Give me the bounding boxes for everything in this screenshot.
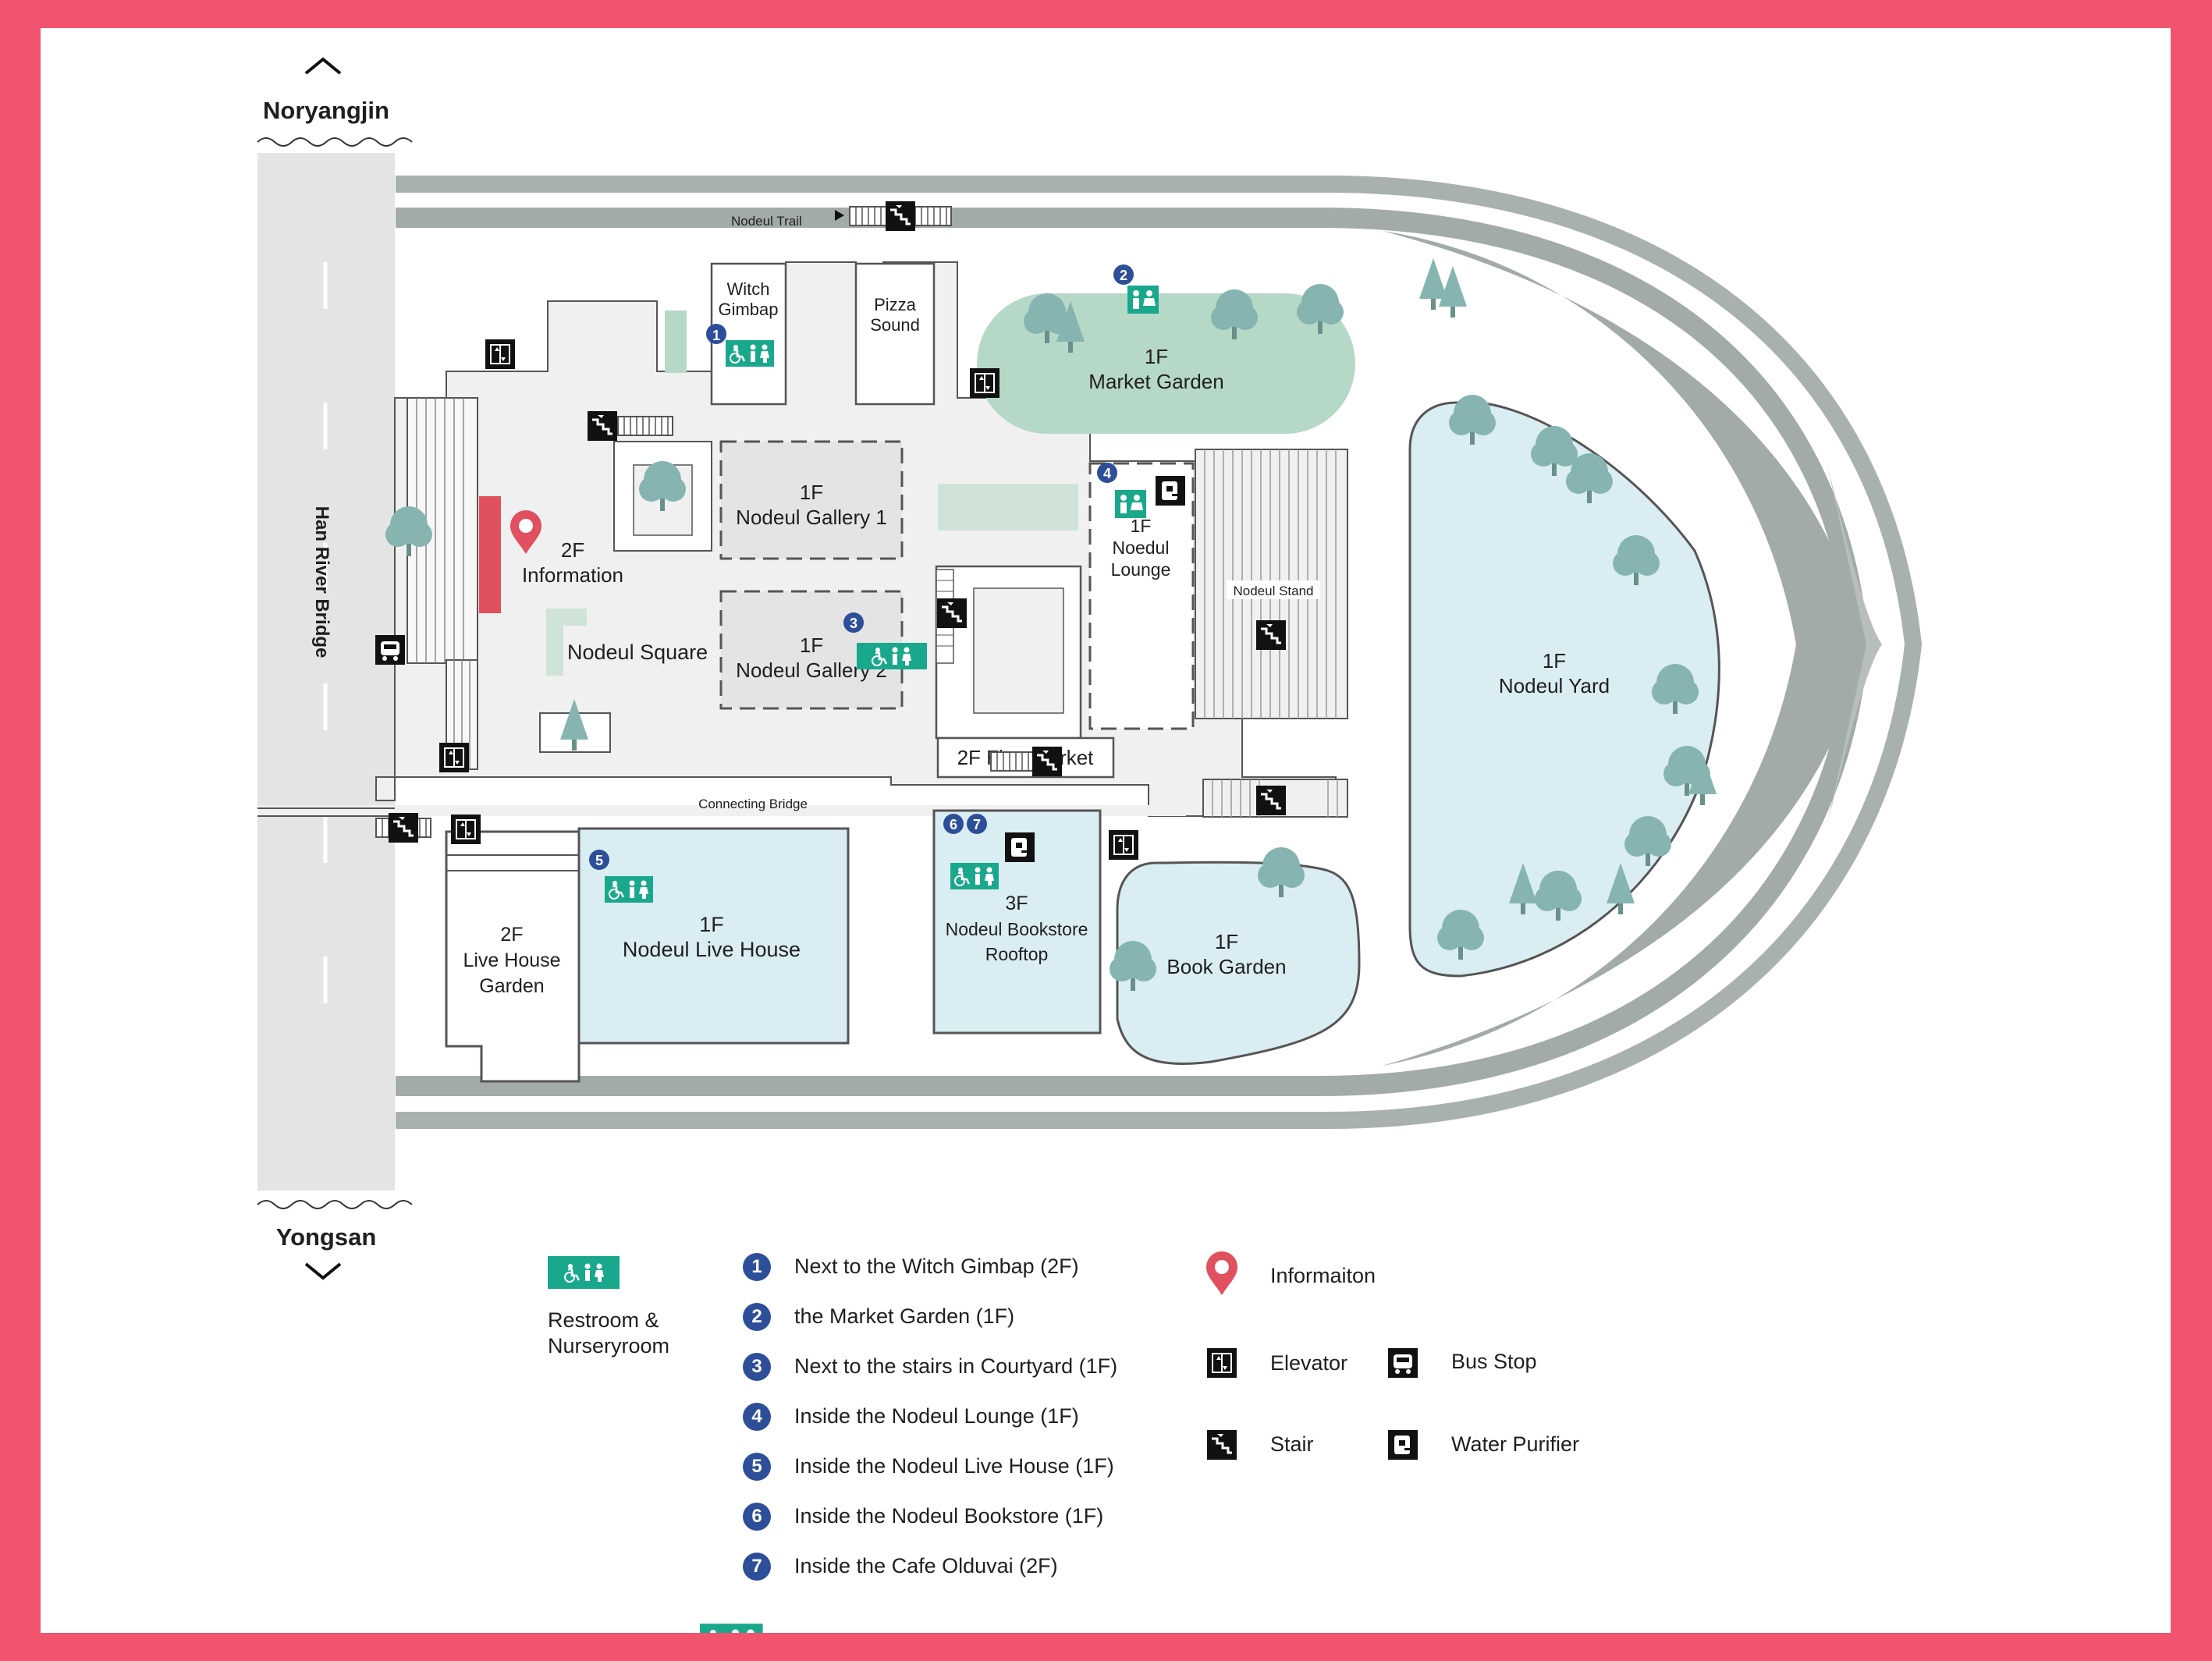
stair-icon[interactable]	[936, 597, 968, 630]
svg-text:Live House: Live House	[463, 949, 560, 971]
svg-text:7: 7	[973, 817, 981, 832]
svg-text:1F: 1F	[699, 913, 724, 936]
svg-text:2: 2	[1120, 268, 1127, 283]
svg-text:Witch: Witch	[727, 279, 770, 299]
information-desk	[479, 496, 501, 613]
south-arrow-icon	[304, 1262, 342, 1280]
nodeul-gallery-1[interactable]	[719, 440, 904, 560]
pizza-sound[interactable]	[854, 262, 936, 406]
elevator-icon[interactable]	[438, 742, 470, 773]
restroom-7[interactable]: 7	[967, 814, 987, 834]
restroom-3[interactable]: 3	[843, 612, 927, 671]
legend-bus-stop: Bus Stop	[1451, 1350, 1537, 1373]
direction-south: Yongsan	[276, 1223, 377, 1251]
elevator-icon[interactable]	[969, 367, 1000, 399]
svg-text:Gimbap: Gimbap	[718, 300, 778, 319]
svg-text:Nodeul Live House: Nodeul Live House	[623, 938, 801, 961]
legend-stair: Stair	[1270, 1432, 1314, 1456]
water-purifier-icon[interactable]	[1005, 832, 1035, 862]
elevator-icon[interactable]	[1108, 829, 1139, 861]
svg-text:1F: 1F	[1131, 516, 1152, 536]
svg-text:Book Garden: Book Garden	[1166, 955, 1286, 978]
svg-text:Lounge: Lounge	[1111, 559, 1171, 580]
svg-text:1F: 1F	[800, 634, 823, 657]
legend-restroom: Restroom & Nurseryroom	[548, 1308, 670, 1358]
svg-text:1: 1	[712, 328, 720, 343]
map-frame: Noryangjin Yongsan Han River Bridge Node…	[41, 28, 2171, 1633]
direction-north: Noryangjin	[263, 97, 389, 124]
restroom-1[interactable]: 1	[706, 324, 776, 368]
water-purifier-icon[interactable]	[1156, 476, 1185, 506]
svg-text:Garden: Garden	[479, 975, 544, 997]
bridge-label: Han River Bridge	[311, 506, 332, 658]
svg-text:Nodeul Yard: Nodeul Yard	[1499, 674, 1610, 697]
svg-text:2F: 2F	[561, 538, 584, 562]
flea-market[interactable]	[936, 736, 1115, 779]
svg-text:Rooftop: Rooftop	[985, 944, 1049, 964]
nodeul-trail: Nodeul Trail	[731, 200, 952, 232]
stair-icon[interactable]	[387, 811, 420, 844]
legend-information: Informaiton	[1270, 1264, 1376, 1287]
legend-bus-stop-icon	[1388, 1348, 1418, 1378]
svg-text:1F: 1F	[1543, 649, 1566, 673]
bus-stop-icon[interactable]	[375, 635, 405, 665]
nodeul-square-label: Nodeul Square	[567, 641, 708, 664]
svg-text:1F: 1F	[1145, 345, 1168, 368]
restroom-5[interactable]: 5	[589, 850, 655, 904]
connecting-bridge-label: Connecting Bridge	[698, 797, 808, 811]
nodeul-live-house[interactable]	[577, 827, 850, 1045]
restroom-6[interactable]: 6	[943, 814, 1000, 891]
svg-text:Nodeul Bookstore: Nodeul Bookstore	[946, 919, 1088, 939]
planter	[938, 484, 1078, 531]
svg-text:Nodeul Stand: Nodeul Stand	[1233, 584, 1313, 598]
svg-text:4: 4	[1103, 466, 1111, 481]
planter	[665, 311, 687, 373]
outer-roads	[396, 176, 1923, 1129]
legend-information-icon	[1206, 1251, 1237, 1295]
legend-elevator: Elevator	[1270, 1351, 1348, 1375]
svg-text:2F: 2F	[500, 924, 523, 946]
svg-text:1F: 1F	[1215, 930, 1238, 953]
stair-icon[interactable]	[1031, 745, 1063, 778]
restroom-4[interactable]: 4	[1097, 463, 1146, 518]
stair-icon[interactable]	[1255, 619, 1287, 651]
svg-text:6: 6	[950, 817, 957, 832]
legend-stair-icon	[1205, 1429, 1238, 1461]
svg-text:Market Garden: Market Garden	[1088, 370, 1223, 393]
svg-text:Nodeul Gallery 1: Nodeul Gallery 1	[736, 506, 887, 529]
svg-text:Sound: Sound	[870, 315, 920, 335]
svg-text:5: 5	[595, 853, 603, 868]
site-map: Noryangjin Yongsan Han River Bridge Node…	[257, 57, 1923, 1633]
stair-icon[interactable]	[586, 410, 619, 442]
north-arrow-icon	[304, 57, 342, 75]
svg-text:Noedul: Noedul	[1113, 538, 1170, 558]
stair-icon[interactable]	[1255, 784, 1287, 817]
elevator-icon[interactable]	[450, 814, 481, 845]
svg-text:1F: 1F	[800, 481, 823, 504]
svg-text:Information: Information	[522, 563, 623, 587]
svg-text:3F: 3F	[1005, 893, 1028, 914]
elevator-icon[interactable]	[485, 339, 516, 370]
trail-label: Nodeul Trail	[731, 214, 802, 229]
legend-elevator-icon	[1206, 1347, 1237, 1379]
legend-water-purifier-icon	[1388, 1430, 1418, 1460]
svg-text:3: 3	[850, 616, 857, 631]
legend-water-purifier: Water Purifier	[1451, 1432, 1580, 1456]
restroom-2[interactable]: 2	[1113, 264, 1159, 314]
han-river-bridge	[257, 153, 395, 1191]
svg-text:Pizza: Pizza	[874, 295, 917, 314]
